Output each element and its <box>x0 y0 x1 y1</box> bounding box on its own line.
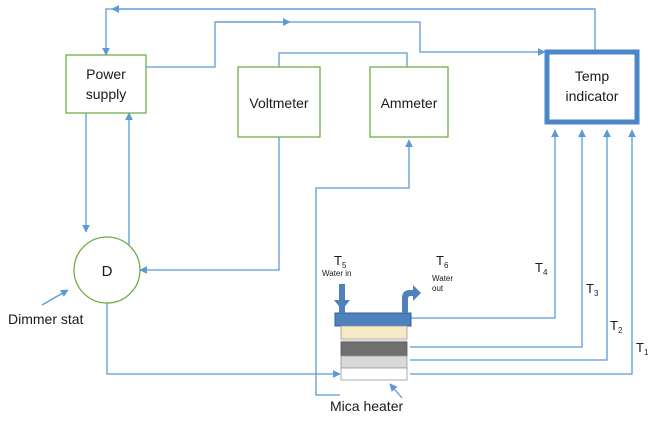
sample-layer-3 <box>340 355 408 369</box>
t4-label: T4 <box>535 260 548 277</box>
heater-layer <box>340 367 408 381</box>
ammeter-label: Ammeter <box>381 95 438 111</box>
wire-indicator-to-supply <box>102 8 596 56</box>
wire-supply-to-indicator <box>145 21 546 68</box>
temp-indicator-label-2: indicator <box>566 88 619 104</box>
wire-volt-to-dimmer <box>139 137 280 274</box>
wire-t1 <box>410 129 636 375</box>
water-in-label: Water in <box>322 269 352 278</box>
mica-heater-label: Mica heater <box>330 398 403 414</box>
power-supply-label-1: Power <box>86 66 126 82</box>
wire-volt-amm <box>278 52 408 67</box>
water-out-label-2: out <box>432 284 444 293</box>
t1-label: T1 <box>636 340 648 357</box>
dimmer-label: D <box>102 263 113 280</box>
water-out-pipe <box>402 290 414 313</box>
power-supply-box: Power supply <box>65 54 147 114</box>
wire-t4 <box>410 129 559 319</box>
t6-label: T6 <box>436 253 449 270</box>
sample-layer-2 <box>340 341 408 357</box>
water-out-arrow-icon <box>413 285 421 301</box>
t2-label: T2 <box>610 318 623 335</box>
dimmer-stat: D <box>73 236 141 304</box>
mica-heater-assembly <box>334 284 421 381</box>
wire-dimmer-to-heater <box>106 297 341 378</box>
temp-indicator-label-1: Temp <box>575 68 609 84</box>
t3-label: T3 <box>586 281 599 298</box>
wire-heater-to-ammeter <box>315 139 413 396</box>
dimmer-stat-label: Dimmer stat <box>8 311 84 327</box>
water-out-label-1: Water <box>432 274 453 283</box>
water-in-arrow-icon <box>334 300 350 310</box>
sample-gap <box>341 339 407 342</box>
water-in-pipe <box>339 284 345 313</box>
t5-label: T5 <box>334 253 347 270</box>
water-jacket <box>334 312 412 327</box>
wire-t3 <box>410 129 586 348</box>
ammeter-box: Ammeter <box>369 66 449 138</box>
wiring <box>41 5 636 399</box>
sample-layer-1 <box>340 325 408 340</box>
voltmeter-label: Voltmeter <box>249 95 308 111</box>
temp-indicator-box: Temp indicator <box>544 49 640 125</box>
wire-dimmer-pointer <box>41 289 69 306</box>
wire-mica-pointer <box>389 383 403 399</box>
voltmeter-box: Voltmeter <box>237 66 321 138</box>
wire-t2 <box>410 129 611 361</box>
power-supply-label-2: supply <box>86 86 126 102</box>
